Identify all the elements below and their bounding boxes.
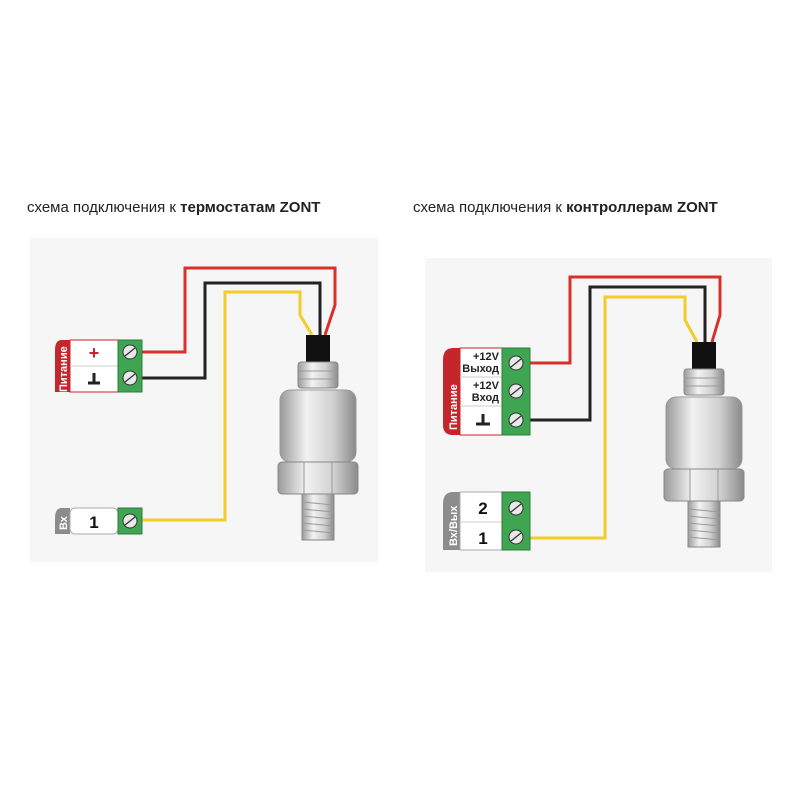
- svg-text:Вх/Вых: Вх/Вых: [448, 505, 460, 546]
- right-wires: [530, 275, 722, 540]
- right-title: схема подключения к контроллерам ZONT: [413, 199, 718, 216]
- ground-icon: [476, 414, 490, 426]
- black-wire: [530, 285, 707, 422]
- right-io-terminal: Вх/Вых 2 1: [443, 491, 531, 551]
- left-wires: [142, 266, 337, 522]
- red-wire: [142, 266, 337, 354]
- svg-text:+12V: +12V: [473, 380, 500, 392]
- power-tab-label: Питание: [58, 346, 70, 392]
- yellow-wire: [530, 295, 699, 540]
- ground-icon: [88, 373, 100, 385]
- left-title: схема подключения к термостатам ZONT: [27, 199, 320, 216]
- red-wire: [530, 275, 722, 365]
- svg-text:2: 2: [478, 499, 487, 518]
- black-wire: [142, 281, 322, 380]
- svg-text:1: 1: [478, 529, 487, 548]
- svg-text:1: 1: [89, 513, 98, 532]
- svg-text:Питание: Питание: [448, 384, 460, 430]
- right-power-terminal: Питание +12V Выход +12V Вход: [443, 347, 531, 436]
- svg-text:+12V: +12V: [473, 351, 500, 363]
- svg-text:Вх: Вх: [58, 515, 70, 530]
- plus-label: +: [89, 343, 100, 363]
- left-input-terminal: Вх 1: [55, 507, 143, 535]
- left-power-terminal: Питание +: [55, 339, 143, 393]
- yellow-wire: [142, 290, 314, 522]
- svg-text:Выход: Выход: [462, 363, 499, 375]
- svg-text:Вход: Вход: [472, 392, 499, 404]
